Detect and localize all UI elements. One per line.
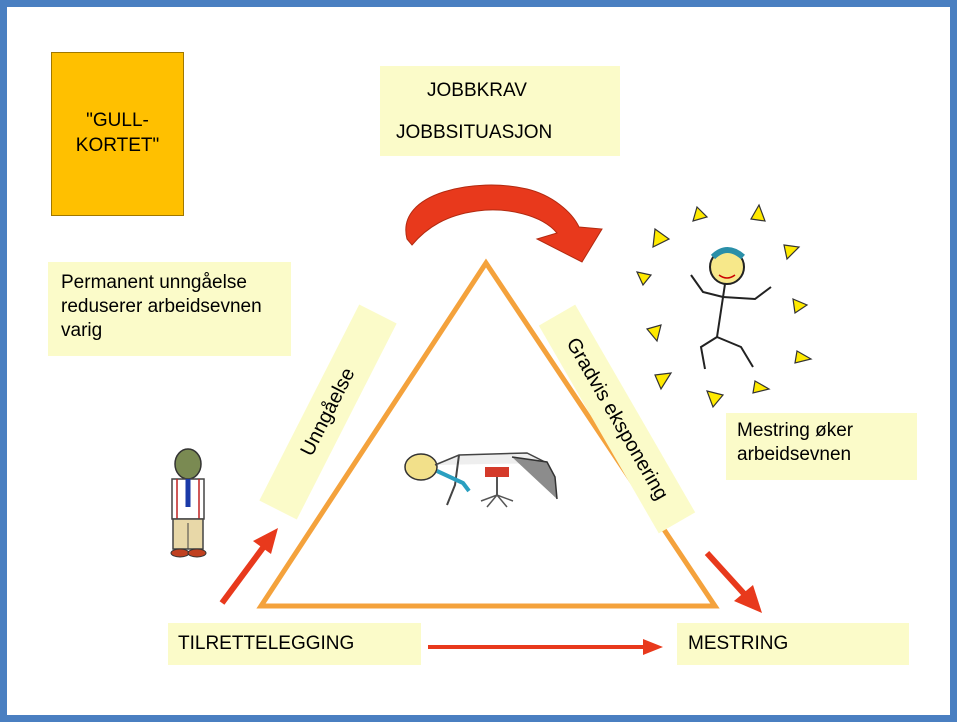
exhausted-worker-icon <box>404 452 558 508</box>
job-box: JOBBKRAV JOBBSITUASJON <box>380 66 620 156</box>
job-situation-label: JOBBSITUASJON <box>396 122 553 143</box>
triangle <box>256 258 720 609</box>
gold-card: "GULL-KORTET" <box>51 52 184 216</box>
avoidant-man-icon <box>170 448 207 558</box>
curved-arrow-icon <box>405 184 603 263</box>
happy-figure-icon <box>690 247 772 370</box>
sun-rays-icon <box>635 203 813 409</box>
gold-card-label: "GULL-KORTET" <box>75 110 160 156</box>
job-demands-label: JOBBKRAV <box>427 80 527 101</box>
diagram-graphics <box>170 184 813 655</box>
slide: "GULL-KORTET" JOBBKRAV JOBBSITUASJON Per… <box>7 7 950 715</box>
arrow-bottom <box>428 639 663 655</box>
mastery-box: MESTRING <box>677 623 909 665</box>
arrow-down-right <box>704 550 762 613</box>
arrow-up-left <box>219 528 278 605</box>
facilitation-box: TILRETTELEGGING <box>168 623 421 665</box>
mastery-note: Mestring øker arbeidsevnen <box>726 413 917 480</box>
avoidance-note: Permanent unngåelse reduserer arbeidsevn… <box>48 262 291 356</box>
